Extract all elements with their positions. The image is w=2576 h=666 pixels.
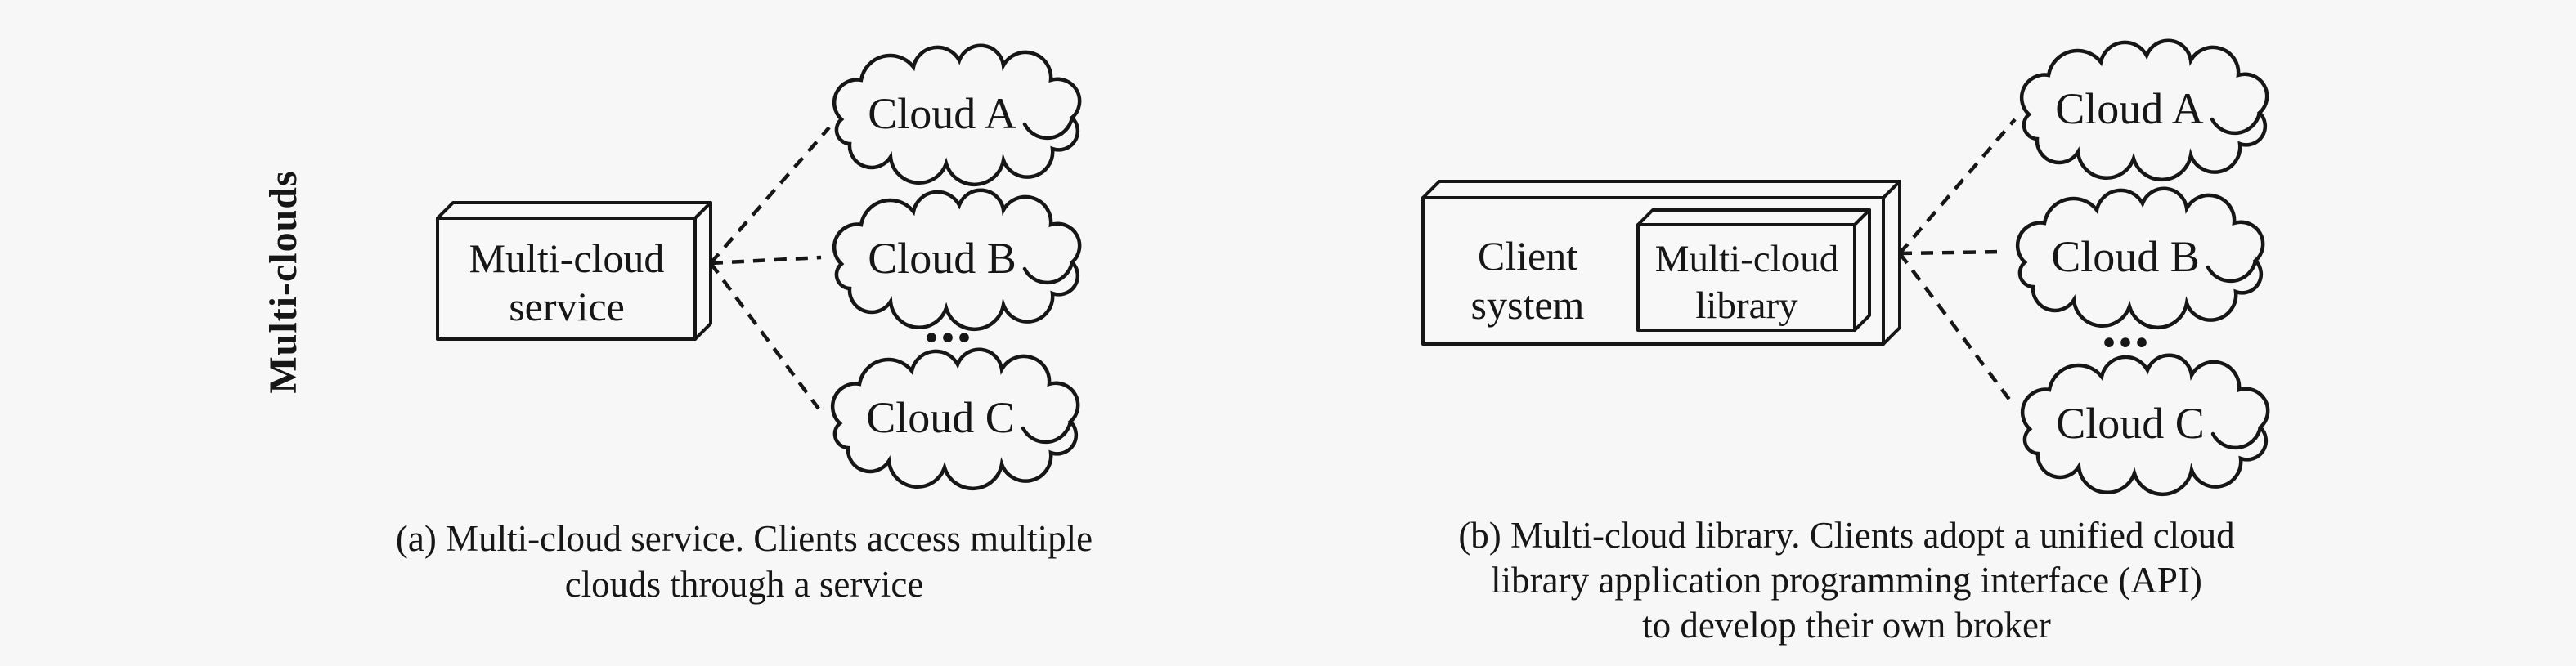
box-top-face	[1636, 208, 1871, 226]
cloud-a-label: Cloud A	[868, 89, 1016, 138]
box-top-face	[436, 201, 712, 220]
caption-a-line1: (a) Multi-cloud service. Clients access …	[396, 518, 1093, 559]
box-front-face	[436, 217, 697, 341]
panel-a: Multi-clouds Multi-cloud service Cloud A…	[262, 46, 1093, 605]
cloud-a-node: Cloud A	[834, 46, 1079, 185]
dashed-connector	[709, 126, 831, 265]
dashed-connector	[1898, 252, 2014, 405]
cloud-c-label: Cloud C	[2056, 399, 2205, 448]
more-clouds-ellipsis: ...	[924, 289, 973, 355]
cloud-c-node: Cloud C	[832, 350, 1078, 489]
panel-b: Client system Multi-cloud library Cloud …	[1421, 41, 2268, 646]
client-system-label-line1: Client	[1478, 233, 1577, 279]
cloud-c-node: Cloud C	[2022, 355, 2268, 494]
dashed-connector	[710, 255, 822, 266]
more-clouds-ellipsis: ...	[2102, 294, 2151, 360]
cloud-c-label: Cloud C	[866, 393, 1015, 442]
box-right-face	[693, 201, 712, 341]
box-right-face	[1882, 180, 1901, 346]
caption-b-line3: to develop their own broker	[1642, 605, 2051, 646]
dashed-connector	[709, 261, 820, 410]
multi-cloud-service-box	[436, 201, 712, 341]
cloud-b-node: Cloud B	[834, 190, 1079, 329]
box-front-face	[1636, 223, 1856, 332]
panel-b-connectors	[1898, 118, 2017, 405]
caption-b-line2: library application programming interfac…	[1491, 560, 2202, 601]
library-box-label-line1: Multi-cloud	[1655, 238, 1839, 280]
dashed-connector	[1898, 118, 2017, 255]
cloud-b-label: Cloud B	[868, 234, 1016, 283]
service-box-label-line2: service	[509, 284, 625, 329]
cloud-a-label: Cloud A	[2055, 84, 2204, 133]
box-top-face	[1421, 180, 1901, 199]
dashed-connector	[1899, 249, 2005, 256]
cloud-b-label: Cloud B	[2051, 232, 2200, 281]
multi-clouds-side-label: Multi-clouds	[262, 170, 305, 393]
panel-a-connectors	[709, 126, 831, 410]
caption-a-line2: clouds through a service	[565, 564, 924, 605]
cloud-b-node: Cloud B	[2017, 189, 2263, 328]
library-box-label-line2: library	[1695, 284, 1798, 327]
service-box-label-line1: Multi-cloud	[469, 235, 665, 281]
cloud-a-node: Cloud A	[2022, 41, 2267, 180]
multi-cloud-library-box	[1636, 208, 1871, 332]
client-system-label-line2: system	[1471, 282, 1585, 328]
caption-b-line1: (b) Multi-cloud library. Clients adopt a…	[1458, 515, 2234, 556]
box-right-face	[1853, 208, 1871, 332]
